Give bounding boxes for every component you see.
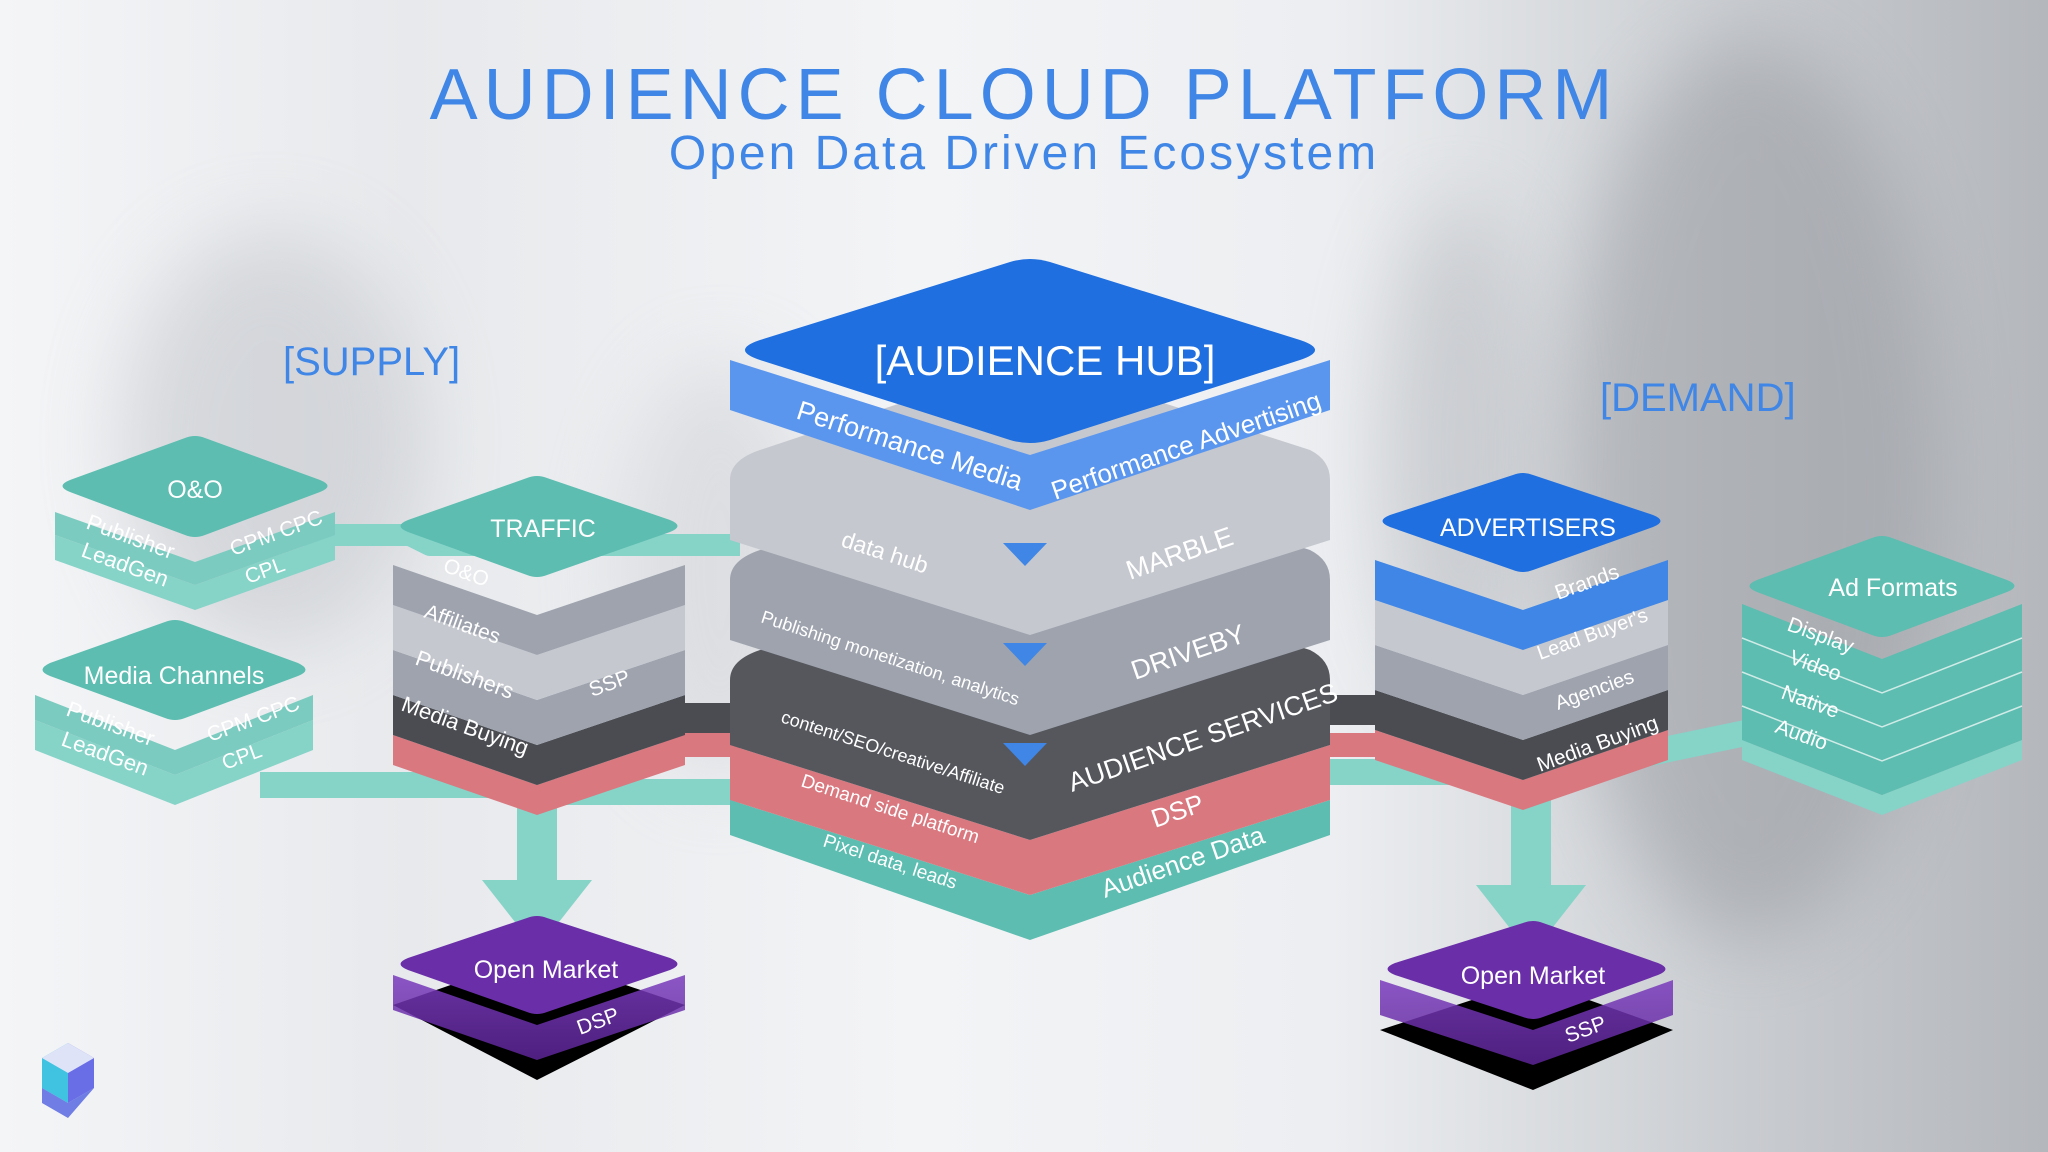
oo-block: O&O Publisher LeadGen CPM CPC CPL: [55, 436, 335, 610]
open-market-right-block: Open Market SSP: [1380, 921, 1673, 1090]
open-market-right-title: Open Market: [1461, 962, 1606, 990]
ad-formats-stack: Ad Formats Display Video Native Audio: [1741, 536, 2023, 815]
open-market-left-block: Open Market DSP: [393, 916, 685, 1080]
media-channels-block: Media Channels Publisher LeadGen CPM CPC…: [35, 620, 313, 805]
hub-arrow-1: [1003, 543, 1047, 566]
audience-hub-stack: [AUDIENCE HUB] Performance Media Perform…: [730, 259, 1342, 940]
hub-top: [745, 259, 1315, 443]
hub-layer-dsp: [730, 745, 1330, 895]
page-title: AUDIENCE CLOUD PLATFORM: [429, 55, 1619, 135]
down-arrow-left: [482, 880, 592, 950]
advertisers-stack: ADVERTISERS Brands Lead Buyer's Agencies…: [1375, 473, 1668, 810]
media-channels-title: Media Channels: [84, 662, 265, 690]
page-subtitle: Open Data Driven Ecosystem: [668, 127, 1380, 180]
traffic-title: TRAFFIC: [490, 515, 596, 543]
hub-arrow-3: [1003, 743, 1047, 766]
down-arrow-right: [1476, 885, 1586, 955]
hub-layer-performance: [730, 360, 1330, 510]
oo-title: O&O: [167, 476, 223, 504]
hub-title: [AUDIENCE HUB]: [875, 337, 1216, 384]
ad-formats-title: Ad Formats: [1828, 574, 1957, 602]
cube-logo: [42, 1043, 94, 1118]
demand-label: [DEMAND]: [1600, 376, 1796, 420]
traffic-stack: TRAFFIC O&O Affiliates Publishers SSP Me…: [393, 476, 685, 815]
open-market-left-title: Open Market: [474, 956, 619, 984]
advertisers-title: ADVERTISERS: [1440, 514, 1616, 542]
hub-arrow-2: [1003, 643, 1047, 666]
supply-label: [SUPPLY]: [283, 340, 461, 384]
hub-layer-audience-data: [730, 800, 1330, 940]
